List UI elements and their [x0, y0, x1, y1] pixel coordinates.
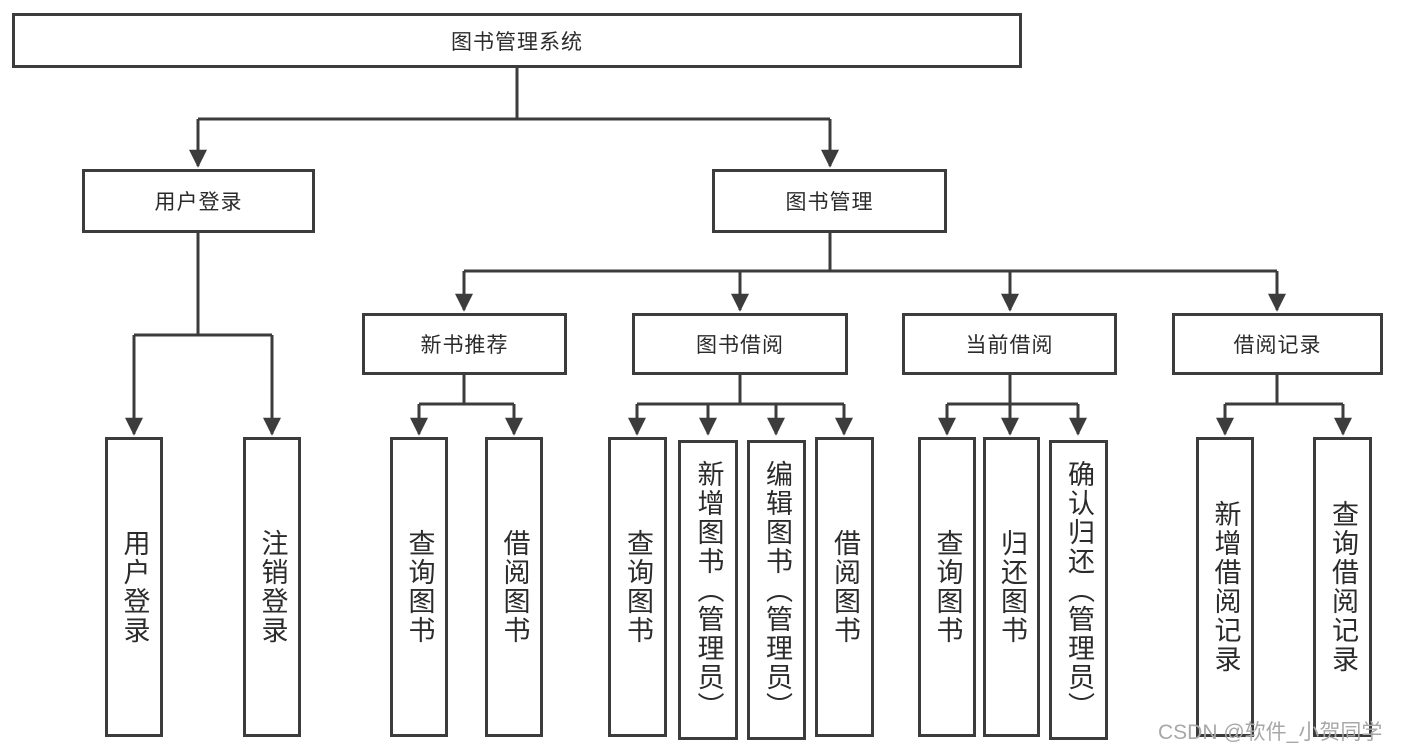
node-borrowing-records-label: 借阅记录: [1233, 334, 1322, 357]
connector-root-to-level2: [189, 68, 839, 168]
leaf-query-books-1-label: 查询图书: [404, 529, 435, 645]
leaf-borrow-books-1-label: 借阅图书: [499, 529, 530, 645]
connector-borrowing-records-to-leaves: [1216, 375, 1352, 436]
connector-book-borrowing-to-leaves: [628, 375, 853, 436]
node-book-borrowing-label: 图书借阅: [696, 334, 784, 357]
leaf-add-borrow-record-label: 新增借阅记录: [1210, 500, 1241, 674]
node-new-book-recommend: 新书推荐: [362, 313, 567, 375]
leaf-borrow-books-2: 借阅图书: [815, 437, 874, 737]
leaf-borrow-books-1: 借阅图书: [485, 437, 543, 737]
leaf-query-borrow-record-label: 查询借阅记录: [1328, 500, 1358, 674]
node-book-management-label: 图书管理: [785, 191, 874, 214]
node-book-management: 图书管理: [712, 169, 947, 233]
leaf-edit-books-admin: 编辑图书（管理员）: [747, 440, 806, 740]
connector-book-management-to-level3: [455, 233, 1286, 312]
leaf-query-books-2-label: 查询图书: [623, 529, 653, 645]
node-root: 图书管理系统: [12, 13, 1022, 68]
leaf-logout-label: 注销登录: [257, 529, 288, 645]
node-book-borrowing: 图书借阅: [632, 313, 848, 375]
watermark: CSDN @软件_小贺同学: [1158, 721, 1383, 744]
leaf-user-login-label: 用户登录: [119, 529, 150, 645]
leaf-query-borrow-record: 查询借阅记录: [1313, 437, 1372, 737]
leaf-query-books-3: 查询图书: [918, 437, 976, 737]
leaf-return-books-label: 归还图书: [997, 529, 1027, 645]
leaf-confirm-return-admin: 确认归还（管理员）: [1049, 440, 1108, 740]
node-user-login-label: 用户登录: [154, 191, 243, 214]
node-borrowing-records: 借阅记录: [1172, 313, 1383, 375]
node-user-login: 用户登录: [82, 169, 315, 233]
connector-current-borrowing-to-leaves: [938, 375, 1087, 436]
connector-user-login-to-leaves: [125, 233, 281, 436]
connector-new-book-recommend-to-leaves: [410, 375, 523, 436]
node-root-label: 图书管理系统: [451, 30, 583, 54]
leaf-add-books-admin: 新增图书（管理员）: [678, 440, 738, 740]
leaf-query-books-1: 查询图书: [390, 437, 448, 737]
leaf-edit-books-admin-label: 编辑图书（管理员）: [762, 459, 792, 721]
leaf-query-books-2: 查询图书: [608, 437, 667, 737]
node-current-borrowing: 当前借阅: [902, 313, 1117, 375]
leaf-logout: 注销登录: [243, 437, 301, 737]
leaf-query-books-3-label: 查询图书: [932, 529, 963, 645]
node-new-book-recommend-label: 新书推荐: [420, 334, 509, 357]
leaf-add-borrow-record: 新增借阅记录: [1196, 437, 1254, 737]
leaf-add-books-admin-label: 新增图书（管理员）: [693, 459, 724, 721]
node-current-borrowing-label: 当前借阅: [965, 334, 1054, 357]
leaf-borrow-books-2-label: 借阅图书: [830, 529, 860, 645]
leaf-return-books: 归还图书: [983, 437, 1040, 737]
leaf-confirm-return-admin-label: 确认归还（管理员）: [1064, 459, 1094, 721]
leaf-user-login: 用户登录: [105, 437, 163, 737]
